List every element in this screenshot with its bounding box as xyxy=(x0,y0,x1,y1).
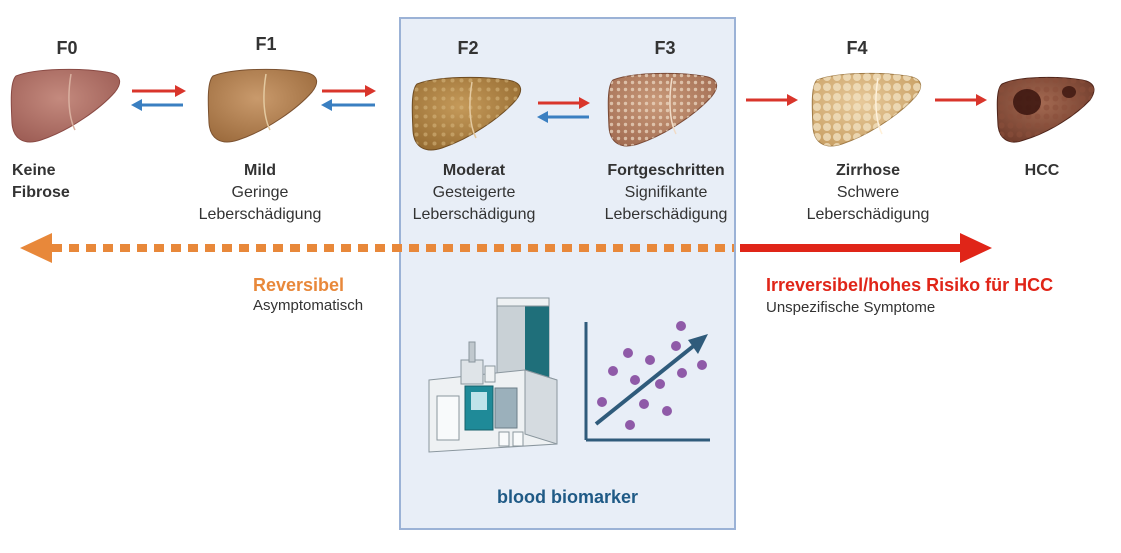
stage-code-f2: F2 xyxy=(457,38,479,58)
stage-name-f0-line2: Fibrose xyxy=(12,184,70,201)
stage-desc-f4-line1: Schwere xyxy=(836,184,900,201)
stage-label-f1: Mild Geringe Leberschädigung xyxy=(180,160,340,226)
liver-f2 xyxy=(411,76,522,151)
liver-f4 xyxy=(811,72,922,147)
stage-label-f2: Moderat Gesteigerte Leberschädigung xyxy=(394,160,554,226)
stage-code-f4: F4 xyxy=(846,38,868,58)
irreversible-title: Irreversibel/hohes Risiko für HCC xyxy=(766,275,1054,295)
reversible-title: Reversibel xyxy=(253,275,345,295)
stage-name-f3: Fortgeschritten xyxy=(607,162,725,179)
stage-label-f4: Zirrhose Schwere Leberschädigung xyxy=(788,160,948,226)
stage-label-f3: Fortgeschritten Signifikante Leberschädi… xyxy=(586,160,746,226)
stage-code-f0: F0 xyxy=(56,38,78,58)
stage-name-f2: Moderat xyxy=(442,162,506,179)
reversible-arrow xyxy=(20,233,734,263)
irreversible-subtitle: Unspezifische Symptome xyxy=(766,299,936,316)
stage-desc-f3-line2: Leberschädigung xyxy=(604,206,728,223)
stage-code-f3: F3 xyxy=(654,38,676,58)
stage-desc-f2-line1: Gesteigerte xyxy=(432,184,516,201)
reversible-subtitle: Asymptomatisch xyxy=(253,297,364,314)
scatter-plot-icon xyxy=(584,321,710,442)
liver-f1 xyxy=(207,68,318,143)
mass-spectrometer-icon xyxy=(428,297,558,453)
biomarker-label: blood biomarker xyxy=(496,487,639,507)
arrow-f1-f2 xyxy=(321,85,376,111)
liver-f3 xyxy=(607,72,718,147)
stage-name-f0-line1: Keine xyxy=(12,162,56,179)
stage-desc-f3-line1: Signifikante xyxy=(624,184,708,201)
arrow-f2-f3 xyxy=(537,97,590,123)
stage-desc-f1-line1: Geringe xyxy=(231,184,289,201)
stage-label-f0: Keine Fibrose xyxy=(12,160,70,204)
stage-name-hcc: HCC xyxy=(1024,162,1060,179)
stage-label-hcc: HCC xyxy=(1002,160,1082,182)
arrow-f0-f1 xyxy=(131,85,186,111)
stage-name-f4: Zirrhose xyxy=(835,162,900,179)
stage-desc-f1-line2: Leberschädigung xyxy=(198,206,322,223)
liver-f0 xyxy=(10,68,121,143)
liver-hcc xyxy=(996,76,1095,143)
arrow-f3-f4 xyxy=(746,94,798,106)
stage-code-f1: F1 xyxy=(255,34,277,54)
stage-desc-f4-line2: Leberschädigung xyxy=(806,206,930,223)
irreversible-arrow xyxy=(740,233,992,263)
stage-desc-f2-line2: Leberschädigung xyxy=(412,206,536,223)
arrow-f4-hcc xyxy=(935,94,987,106)
stage-name-f1: Mild xyxy=(244,162,276,179)
